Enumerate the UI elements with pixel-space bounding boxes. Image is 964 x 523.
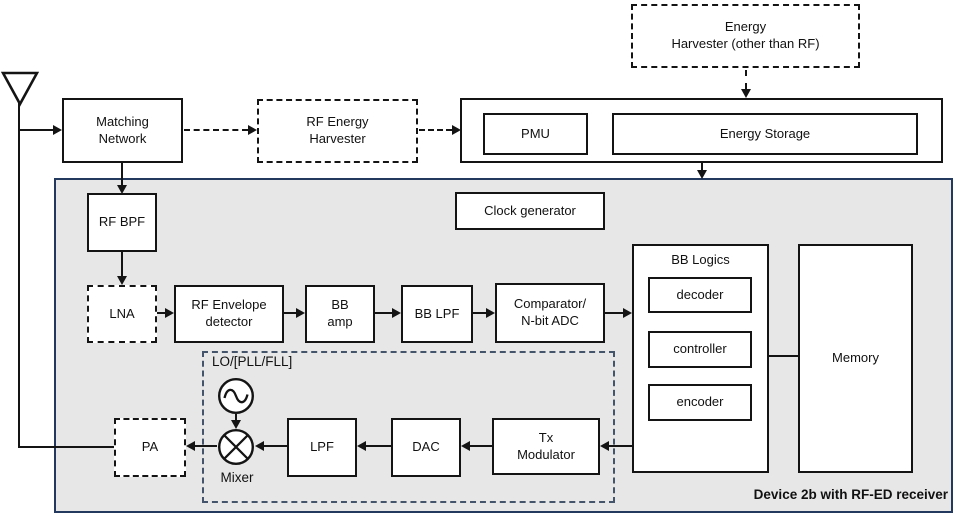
energy-harvester-other-block: Energy Harvester (other than RF) — [631, 4, 860, 68]
matching-network-block: Matching Network — [62, 98, 183, 163]
arrowhead-into-lpf — [357, 441, 366, 451]
encoder-block: encoder — [648, 384, 752, 421]
mixer-label: Mixer — [220, 470, 254, 485]
dac-block: DAC — [391, 418, 461, 477]
tx-modulator-block: Tx Modulator — [492, 418, 600, 475]
memory-block: Memory — [798, 244, 913, 473]
lo-pll-group — [202, 351, 615, 503]
lpf-block: LPF — [287, 418, 357, 477]
pmu-block: PMU — [483, 113, 588, 155]
rf-bpf-block: RF BPF — [87, 193, 157, 252]
matching-to-bpf-line — [121, 163, 123, 186]
arrowhead-into-pa — [186, 441, 195, 451]
arrowhead-into-rf-bpf — [117, 185, 127, 194]
lpf-to-mixer-line — [264, 445, 287, 447]
bblpf-to-comparator-line — [473, 312, 487, 314]
pa-to-antenna-line — [18, 446, 115, 448]
bblogics-to-memory-line — [769, 355, 798, 357]
lna-block: LNA — [87, 285, 157, 343]
bbamp-to-bblpf-line — [375, 312, 393, 314]
arrowhead-into-comparator — [486, 308, 495, 318]
arrowhead-into-lna — [117, 276, 127, 285]
arrowhead-into-matching — [53, 125, 62, 135]
rf-envelope-detector-block: RF Envelope detector — [174, 285, 284, 343]
pa-block: PA — [114, 418, 186, 477]
energy-storage-block: Energy Storage — [612, 113, 918, 155]
arrowhead-into-mixer — [255, 441, 264, 451]
arrowhead-into-bblogics — [623, 308, 632, 318]
lna-to-envelope-line — [157, 312, 166, 314]
osc-to-mixer-line — [235, 414, 237, 421]
antenna-to-matching-line — [18, 129, 54, 131]
rf-energy-harvester-block: RF Energy Harvester — [257, 99, 418, 163]
bb-logics-title: BB Logics — [671, 252, 730, 267]
arrowhead-into-power-box — [452, 125, 461, 135]
comparator-to-bblogics-line — [605, 312, 624, 314]
bb-lpf-block: BB LPF — [401, 285, 473, 343]
matching-to-harvester-dashed-line — [184, 129, 248, 131]
decoder-block: decoder — [648, 277, 752, 313]
antenna-stem-line — [18, 103, 20, 448]
harvester-to-power-dashed-line — [419, 129, 452, 131]
dac-to-lpf-line — [366, 445, 391, 447]
lo-pll-label: LO/[PLL/FLL] — [212, 354, 293, 369]
device-caption: Device 2b with RF-ED receiver — [753, 487, 948, 502]
arrowhead-into-envelope — [165, 308, 174, 318]
txmod-to-dac-line — [470, 445, 492, 447]
arrowhead-into-dac — [461, 441, 470, 451]
comparator-adc-block: Comparator/ N-bit ADC — [495, 283, 605, 343]
other-harvester-dashed-line — [745, 70, 747, 89]
arrowhead-into-bblpf — [392, 308, 401, 318]
arrowhead-into-device — [697, 170, 707, 179]
arrowhead-into-bbamp — [296, 308, 305, 318]
antenna-icon — [1, 71, 39, 107]
arrowhead-into-power-top — [741, 89, 751, 98]
arrowhead-osc-into-mixer — [231, 420, 241, 429]
bpf-to-lna-line — [121, 252, 123, 277]
bblogics-to-txmod-line — [609, 445, 632, 447]
clock-generator-block: Clock generator — [455, 192, 605, 230]
envelope-to-bbamp-line — [284, 312, 297, 314]
mixer-icon — [218, 429, 254, 465]
mixer-to-pa-line — [195, 445, 217, 447]
oscillator-icon — [218, 378, 254, 414]
controller-block: controller — [648, 331, 752, 368]
bb-amp-block: BB amp — [305, 285, 375, 343]
arrowhead-into-rf-harvester — [248, 125, 257, 135]
storage-to-device-line — [701, 163, 703, 171]
arrowhead-into-txmod — [600, 441, 609, 451]
